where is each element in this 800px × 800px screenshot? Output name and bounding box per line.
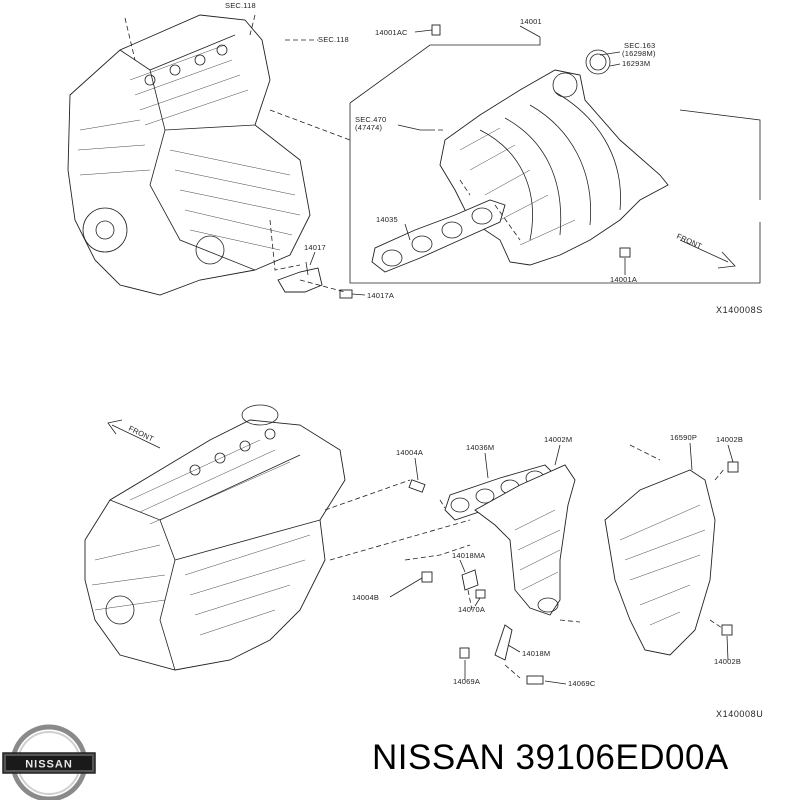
label-14036m: 14036M — [466, 443, 494, 452]
label-14004b: 14004B — [352, 593, 379, 602]
nissan-logo: NISSAN — [2, 724, 96, 800]
bottom-exhaust-parts — [408, 461, 739, 685]
label-sec470: SEC.470 — [355, 115, 386, 124]
label-14070a: 14070A — [458, 605, 485, 614]
label-14001a: 14001A — [610, 275, 637, 284]
bottom-front-arrow: FRONT — [107, 419, 161, 449]
label-14018m: 14018M — [522, 649, 550, 658]
top-front-label: FRONT — [675, 232, 703, 251]
label-14069c: 14069C — [568, 679, 596, 688]
top-gasket-14035 — [371, 199, 506, 273]
logo-text: NISSAN — [25, 759, 73, 771]
bottom-engine-block — [84, 404, 346, 671]
label-14035: 14035 — [376, 215, 398, 224]
label-14001: 14001 — [520, 17, 542, 26]
label-sec470-sub: (47474) — [355, 123, 383, 132]
label-14017: 14017 — [304, 243, 326, 252]
label-14017a: 14017A — [367, 291, 394, 300]
top-engine-block — [67, 14, 311, 296]
label-14002m: 14002M — [544, 435, 572, 444]
label-16590p: 16590P — [670, 433, 697, 442]
label-14069a: 14069A — [453, 677, 480, 686]
label-sec163-sub: (16298M) — [622, 49, 656, 58]
label-14002b-bottom: 14002B — [714, 657, 741, 666]
label-14004a: 14004A — [396, 448, 423, 457]
label-14002b-top: 14002B — [716, 435, 743, 444]
label-sec163: SEC.163 — [624, 41, 655, 50]
label-16293m: 16293M — [622, 59, 650, 68]
label-14018ma: 14018MA — [452, 551, 486, 560]
label-sec118-a: SEC.118 — [225, 1, 256, 10]
bottom-diagram-code: X140008U — [716, 709, 763, 719]
page-title: NISSAN 39106ED00A — [372, 738, 729, 777]
bottom-front-label: FRONT — [127, 424, 155, 444]
top-front-arrow: FRONT — [675, 232, 736, 269]
top-diagram-code: X140008S — [716, 305, 763, 315]
label-sec118-b: SEC.118 — [318, 35, 349, 44]
label-14001ac: 14001AC — [375, 28, 408, 37]
